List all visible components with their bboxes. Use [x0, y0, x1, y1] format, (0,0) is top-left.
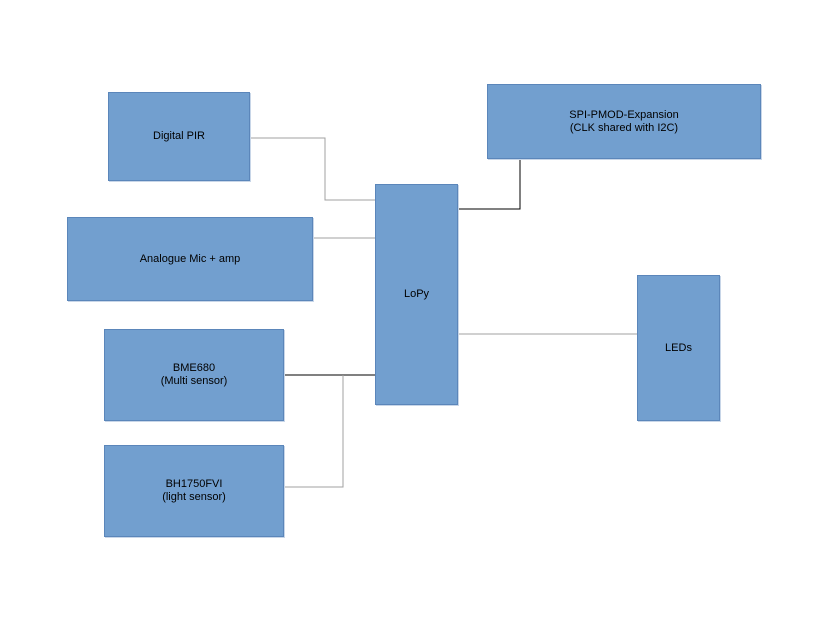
node-label-line: (Multi sensor) [160, 375, 228, 387]
wire-bh1750-lopy [284, 375, 344, 488]
node-digital-pir: Digital PIR [108, 92, 250, 181]
node-analogue-mic: Analogue Mic + amp [67, 217, 313, 301]
node-bme680: BME680 (Multi sensor) [104, 329, 284, 421]
node-spi-pmod-expansion: SPI-PMOD-Expansion (CLK shared with I2C) [487, 84, 761, 159]
node-label-line: LEDs [665, 341, 692, 354]
node-leds: LEDs [637, 275, 720, 421]
node-label-line: (light sensor) [162, 491, 226, 503]
node-label-line: SPI-PMOD-Expansion [569, 108, 679, 121]
node-label-line: BME680 [172, 362, 216, 374]
node-lopy: LoPy [375, 184, 458, 405]
node-label-line: Digital PIR [153, 130, 205, 142]
node-label-line: BH1750FVI [165, 478, 223, 490]
wire-digital-pir-lopy [250, 137, 375, 201]
wire-lopy-spi-pmod [458, 159, 521, 210]
node-bh1750: BH1750FVI (light sensor) [104, 445, 284, 537]
node-label-line: LoPy [403, 288, 430, 300]
node-label-line: Analogue Mic + amp [139, 252, 241, 265]
node-label-line: (CLK shared with I2C) [569, 121, 679, 134]
